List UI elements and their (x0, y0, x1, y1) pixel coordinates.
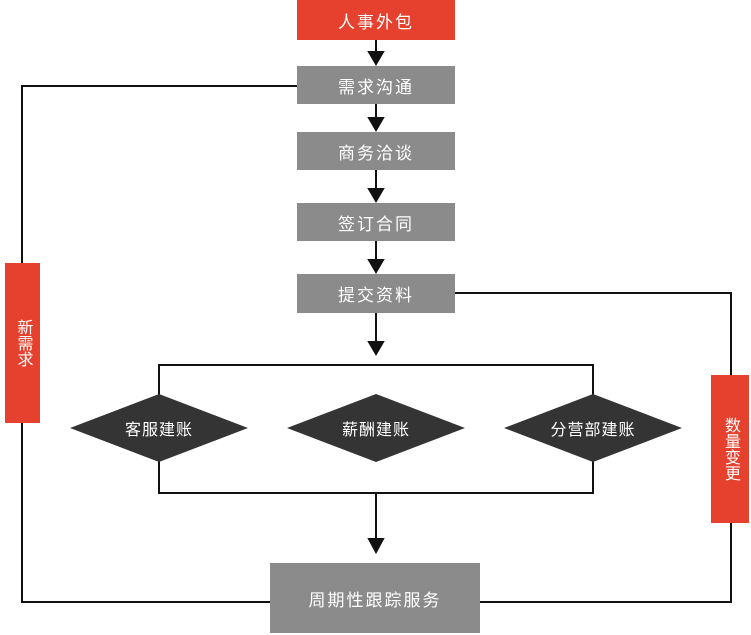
node-business-negotiation: 商务洽谈 (297, 132, 455, 170)
node-start: 人事外包 (297, 0, 455, 40)
node-sign-contract: 签订合同 (297, 203, 455, 241)
decision2-label: 薪酬建账 (341, 422, 410, 439)
arrow-down-icon (367, 341, 385, 356)
decision1-label: 客服建账 (124, 422, 193, 439)
node-step2-label: 商务洽谈 (338, 143, 414, 163)
arrow-down-icon (367, 51, 385, 66)
node-step4-label: 提交资料 (338, 286, 414, 305)
node-step1-label: 需求沟通 (338, 77, 414, 97)
right-loop-label: 数量变更 (722, 417, 739, 481)
decision3-label: 分营部建账 (550, 422, 636, 439)
left-loop-connector (21, 85, 297, 603)
node-periodic-tracking-service: 周期性跟踪服务 (270, 563, 480, 633)
left-loop-label: 新需求 (14, 319, 32, 367)
arrow-down-icon (367, 117, 385, 132)
node-submit-materials: 提交资料 (297, 274, 455, 313)
node-start-label: 人事外包 (338, 12, 414, 32)
node-requirement-communication: 需求沟通 (297, 66, 455, 104)
label-quantity-change: 数量变更 (711, 375, 749, 523)
node-end-label: 周期性跟踪服务 (308, 590, 442, 610)
arrow-down-icon (367, 538, 385, 555)
arrow-down-icon (367, 259, 385, 274)
label-new-requirement: 新需求 (5, 263, 40, 423)
arrow-down-icon (367, 188, 385, 203)
node-step3-label: 签订合同 (338, 214, 414, 234)
